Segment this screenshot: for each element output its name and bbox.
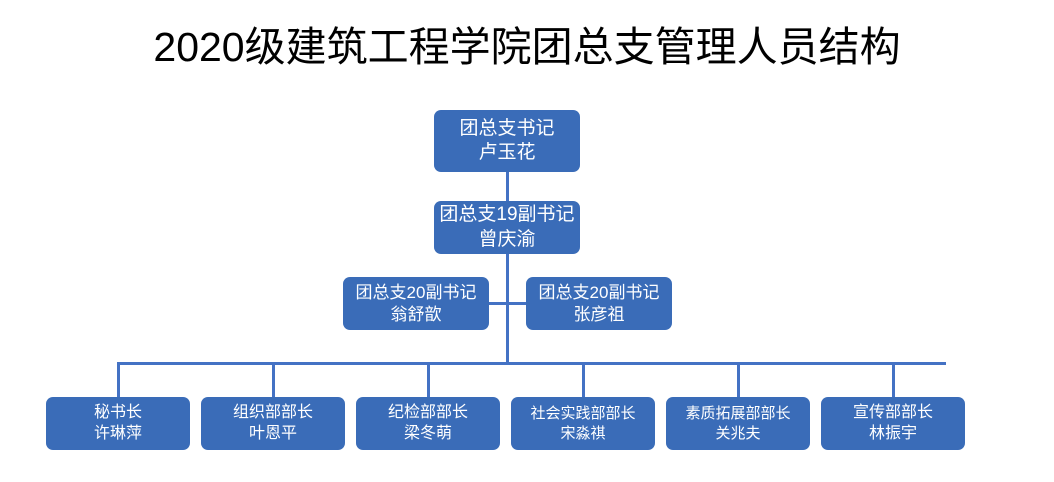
org-node-name: 宋淼祺 (560, 424, 606, 442)
org-node-role: 素质拓展部部长 (685, 405, 791, 423)
org-node-role: 团总支书记 (459, 117, 555, 139)
connector-l4-drop-1 (117, 362, 120, 398)
org-node-name: 卢玉花 (478, 142, 536, 163)
org-node-level4-1[interactable]: 秘书长 许琳萍 (46, 397, 190, 450)
org-node-name: 关兆夫 (715, 424, 761, 442)
org-node-name: 许琳萍 (93, 424, 142, 442)
org-node-level4-2[interactable]: 组织部部长 叶恩平 (201, 397, 345, 450)
org-node-level4-6[interactable]: 宣传部部长 林振宇 (821, 397, 965, 450)
connector-l4-drop-5 (737, 362, 740, 398)
connector-l1-l2 (506, 172, 509, 202)
org-node-role: 团总支20副书记 (538, 282, 660, 302)
org-node-name: 林振宇 (868, 424, 917, 442)
org-node-role: 社会实践部部长 (530, 405, 636, 423)
connector-l4-drop-3 (427, 362, 430, 398)
connector-l4-drop-2 (272, 362, 275, 398)
connector-l4-drop-4 (582, 362, 585, 398)
org-node-role: 组织部部长 (232, 404, 313, 422)
org-node-name: 叶恩平 (248, 424, 297, 442)
connector-l3-left (489, 302, 507, 305)
org-node-role: 团总支20副书记 (355, 282, 477, 302)
org-node-level2-1[interactable]: 团总支19副书记 曾庆渝 (434, 201, 580, 254)
org-node-name: 翁舒歆 (390, 304, 442, 324)
org-node-name: 曾庆渝 (478, 228, 536, 250)
connector-l4-bus (117, 362, 946, 365)
connector-l3-right (506, 302, 527, 305)
org-node-level3-1[interactable]: 团总支20副书记 翁舒歆 (343, 277, 489, 330)
org-node-role: 纪检部部长 (387, 404, 468, 422)
org-node-level4-4[interactable]: 社会实践部部长 宋淼祺 (511, 397, 655, 450)
org-node-level4-5[interactable]: 素质拓展部部长 关兆夫 (666, 397, 810, 450)
org-node-role: 团总支19副书记 (439, 204, 575, 226)
org-node-role: 秘书长 (93, 404, 142, 422)
connector-l4-drop-6 (892, 362, 895, 398)
org-node-level1-1[interactable]: 团总支书记 卢玉花 (434, 110, 580, 172)
org-node-level4-3[interactable]: 纪检部部长 梁冬萌 (356, 397, 500, 450)
org-node-level3-2[interactable]: 团总支20副书记 张彦祖 (526, 277, 672, 330)
org-node-name: 张彦祖 (573, 304, 625, 324)
org-node-role: 宣传部部长 (852, 404, 933, 422)
page-title: 2020级建筑工程学院团总支管理人员结构 (153, 24, 901, 70)
connector-l2-trunk (506, 254, 509, 364)
org-node-name: 梁冬萌 (403, 424, 452, 442)
